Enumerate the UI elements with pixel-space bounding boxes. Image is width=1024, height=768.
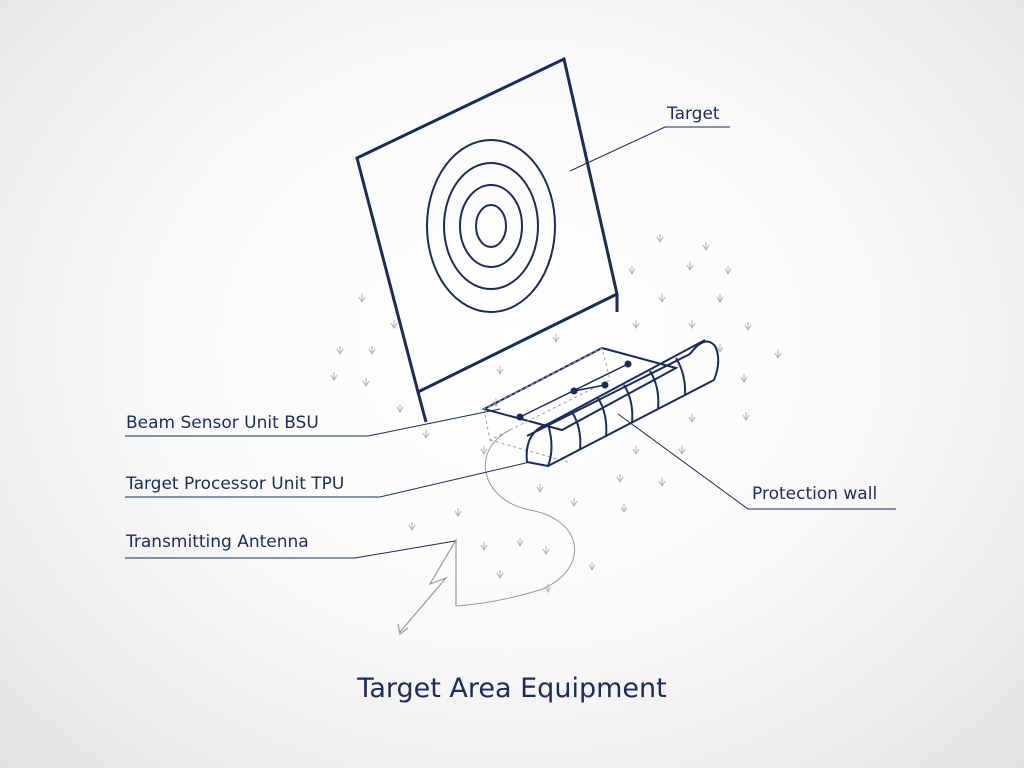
- target-bullseye: [475, 204, 507, 248]
- bsu-sensor-dot: [601, 381, 609, 389]
- grass-tuft: [552, 336, 560, 343]
- leader-tpu: [125, 461, 531, 498]
- grass-tuft: [396, 406, 404, 413]
- grass-tuft: [358, 296, 366, 303]
- grass-tuft: [656, 236, 664, 243]
- leader-bsu: [125, 408, 501, 437]
- bsu-sensor-dot: [624, 360, 632, 368]
- grass-tuft: [336, 348, 344, 355]
- grass-tuft: [744, 324, 752, 331]
- grass-tuft: [658, 480, 666, 487]
- wall-segment: [649, 370, 660, 410]
- grass-marks: [330, 234, 782, 593]
- grass-tuft: [686, 264, 694, 271]
- bsu-wire-2: [573, 384, 606, 392]
- wall-segment: [623, 384, 634, 424]
- grass-tuft: [330, 374, 338, 381]
- protection-wall: [525, 339, 720, 468]
- grass-tuft: [658, 296, 666, 303]
- grass-tuft: [408, 524, 416, 531]
- target-ring-middle: [443, 162, 539, 290]
- grass-tuft: [688, 416, 696, 423]
- label-beam-sensor-unit: Beam Sensor Unit BSU: [126, 413, 319, 433]
- grass-tuft: [742, 414, 750, 421]
- grass-tuft: [422, 432, 430, 439]
- grass-tuft: [620, 506, 628, 513]
- grass-tuft: [688, 322, 696, 329]
- grass-tuft: [628, 268, 636, 275]
- grass-tuft: [536, 486, 544, 493]
- target-board: [355, 56, 619, 423]
- transmitting-antenna-icon: [397, 537, 457, 636]
- grass-tuft: [678, 448, 686, 455]
- bsu-box-hidden-bottom: [489, 439, 569, 463]
- label-target-processor-unit: Target Processor Unit TPU: [126, 474, 345, 494]
- grass-tuft: [702, 244, 710, 251]
- label-transmitting-antenna: Transmitting Antenna: [126, 532, 309, 552]
- target-panel: [355, 56, 619, 395]
- grass-tuft: [480, 544, 488, 551]
- grass-tuft: [616, 476, 624, 483]
- wall-rim-edge: [526, 353, 691, 437]
- grass-tuft: [588, 564, 596, 571]
- antenna-cable: [455, 429, 576, 607]
- wall-end-cap: [525, 422, 553, 468]
- grass-tuft: [716, 296, 724, 303]
- grass-tuft: [724, 268, 732, 275]
- grass-tuft: [390, 322, 398, 329]
- grass-tuft: [496, 368, 504, 375]
- grass-tuft: [368, 348, 376, 355]
- grass-tuft: [496, 572, 504, 579]
- wall-far-end: [689, 340, 720, 381]
- wall-segment: [597, 397, 608, 438]
- target-leg-left: [416, 391, 428, 423]
- wall-top-edge: [547, 339, 706, 425]
- leader-antenna: [125, 540, 456, 559]
- grass-tuft: [570, 500, 578, 507]
- leader-target: [569, 126, 730, 172]
- beam-sensor-unit: [481, 346, 679, 463]
- grass-tuft: [740, 376, 748, 383]
- grass-tuft: [480, 448, 488, 455]
- leader-wall: [617, 413, 896, 510]
- target-ring-inner: [459, 184, 523, 268]
- target-ring-outer: [426, 139, 556, 313]
- grass-tuft: [632, 322, 640, 329]
- grass-tuft: [774, 352, 782, 359]
- grass-tuft: [454, 510, 462, 517]
- label-target: Target: [667, 104, 720, 124]
- grass-tuft: [716, 346, 724, 353]
- label-protection-wall: Protection wall: [752, 484, 878, 504]
- bsu-sensor-dot: [516, 413, 524, 421]
- page-title: Target Area Equipment: [357, 673, 667, 704]
- wall-segment: [571, 411, 582, 451]
- wall-segment: [675, 357, 687, 396]
- grass-tuft: [362, 380, 370, 387]
- grass-tuft: [544, 586, 552, 593]
- bsu-sensor-dot: [570, 387, 578, 395]
- leader-lines: [125, 126, 896, 559]
- grass-tuft: [542, 548, 550, 555]
- grass-tuft: [516, 540, 524, 547]
- bsu-top-face: [481, 346, 679, 432]
- grass-tuft: [632, 448, 640, 455]
